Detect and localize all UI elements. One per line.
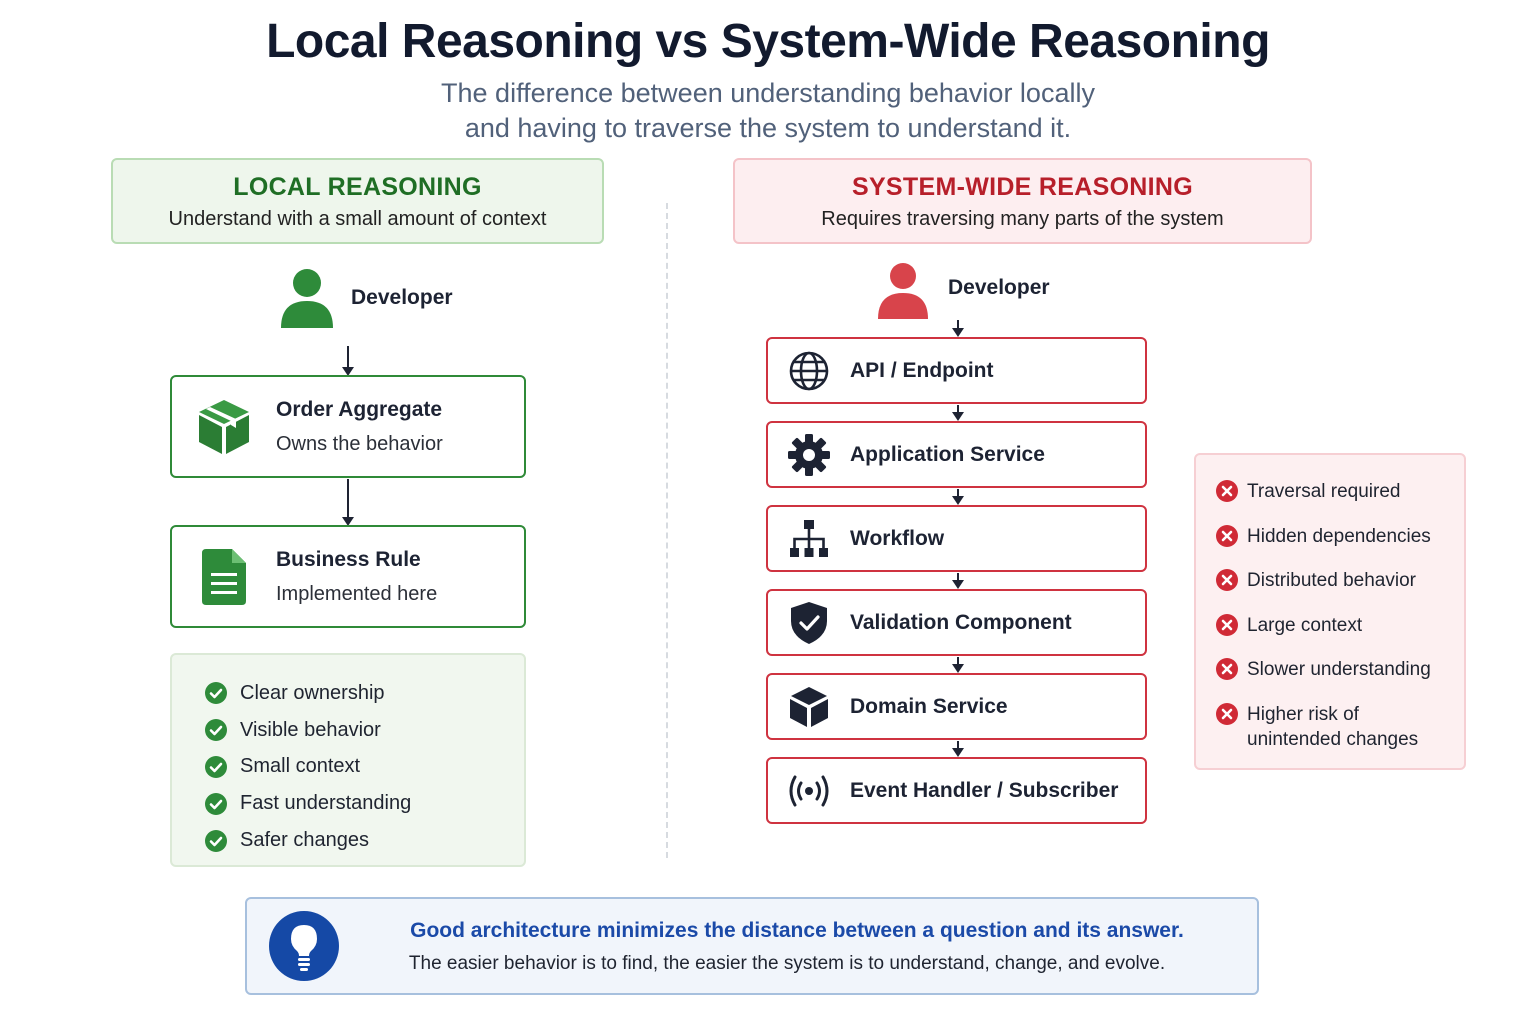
list-item: Hidden dependencies <box>1216 524 1464 549</box>
order-aggregate-title: Order Aggregate <box>276 397 443 421</box>
validation-component-label: Validation Component <box>850 610 1072 634</box>
arrow <box>342 479 354 526</box>
system-subheading: Requires traversing many parts of the sy… <box>821 208 1224 230</box>
check-circle-icon <box>205 829 227 852</box>
cube-icon <box>790 686 828 727</box>
arrow <box>952 320 964 337</box>
list-item: Safer changes <box>205 822 524 859</box>
business-rule-subtitle: Implemented here <box>276 582 438 605</box>
check-circle-icon <box>205 792 227 815</box>
domain-service-label: Domain Service <box>850 694 1008 718</box>
x-circle-icon <box>1216 702 1238 725</box>
system-heading: SYSTEM-WIDE REASONING <box>851 173 1194 201</box>
list-item: Fast understanding <box>205 785 524 822</box>
list-item: Higher risk of unintended changes <box>1216 702 1464 752</box>
system-developer: Developer <box>877 262 1050 319</box>
list-item: Slower understanding <box>1216 657 1464 682</box>
list-item: Clear ownership <box>205 675 524 712</box>
workflow-label: Workflow <box>850 526 945 550</box>
page-title: Local Reasoning vs System-Wide Reasoning <box>266 15 1270 68</box>
footer-callout: Good architecture minimizes the distance… <box>245 897 1259 995</box>
arrow <box>952 405 964 421</box>
local-developer-label: Developer <box>351 286 453 309</box>
page-subtitle: The difference between understanding beh… <box>0 76 1536 146</box>
column-divider <box>666 203 668 858</box>
list-item: Large context <box>1216 613 1464 638</box>
system-developer-label: Developer <box>948 276 1050 299</box>
system-drawbacks-list: Traversal required Hidden dependencies D… <box>1194 453 1466 770</box>
arrow <box>952 573 964 589</box>
list-item: Distributed behavior <box>1216 568 1464 593</box>
local-heading: LOCAL REASONING <box>233 173 482 201</box>
system-reasoning-header: SYSTEM-WIDE REASONING Requires traversin… <box>733 158 1312 244</box>
check-circle-icon <box>205 682 227 705</box>
event-handler-box: Event Handler / Subscriber <box>766 757 1147 824</box>
document-icon <box>202 548 246 605</box>
list-item: Small context <box>205 749 524 786</box>
gear-icon <box>788 433 830 476</box>
domain-service-box: Domain Service <box>766 673 1147 740</box>
local-subheading: Understand with a small amount of contex… <box>168 208 547 230</box>
subtitle-line-2: and having to traverse the system to und… <box>464 113 1072 143</box>
list-item: Visible behavior <box>205 712 524 749</box>
arrow <box>952 741 964 757</box>
x-circle-icon <box>1216 524 1238 547</box>
footer-headline: Good architecture minimizes the distance… <box>410 919 1184 942</box>
application-service-box: Application Service <box>766 421 1147 488</box>
list-item: Traversal required <box>1216 479 1464 504</box>
cube-icon <box>199 399 249 454</box>
check-circle-icon <box>205 755 227 778</box>
lightbulb-icon <box>269 911 339 981</box>
validation-component-box: Validation Component <box>766 589 1147 656</box>
x-circle-icon <box>1216 480 1238 502</box>
user-icon <box>878 263 928 319</box>
workflow-box: Workflow <box>766 505 1147 572</box>
broadcast-icon <box>789 775 829 806</box>
x-circle-icon <box>1216 569 1238 592</box>
user-icon <box>281 269 333 328</box>
hierarchy-icon <box>790 519 828 557</box>
x-circle-icon <box>1216 658 1238 681</box>
x-circle-icon <box>1216 613 1238 636</box>
event-handler-label: Event Handler / Subscriber <box>850 778 1119 802</box>
subtitle-line-1: The difference between understanding beh… <box>441 78 1095 108</box>
check-circle-icon <box>205 719 227 742</box>
arrow <box>952 489 964 505</box>
local-developer: Developer <box>280 268 453 328</box>
business-rule-title: Business Rule <box>276 547 421 571</box>
shield-check-icon <box>791 601 827 644</box>
business-rule-box: Business Rule Implemented here <box>170 525 526 628</box>
order-aggregate-box: Order Aggregate Owns the behavior <box>170 375 526 478</box>
api-endpoint-label: API / Endpoint <box>850 358 994 382</box>
local-reasoning-header: LOCAL REASONING Understand with a small … <box>111 158 604 244</box>
local-benefits-list: Clear ownership Visible behavior Small c… <box>170 653 526 867</box>
application-service-label: Application Service <box>850 442 1045 466</box>
footer-body: The easier behavior is to find, the easi… <box>408 953 1166 974</box>
api-endpoint-box: API / Endpoint <box>766 337 1147 404</box>
globe-icon <box>789 351 829 390</box>
order-aggregate-subtitle: Owns the behavior <box>276 432 443 455</box>
arrow <box>952 657 964 673</box>
arrow <box>342 346 354 376</box>
